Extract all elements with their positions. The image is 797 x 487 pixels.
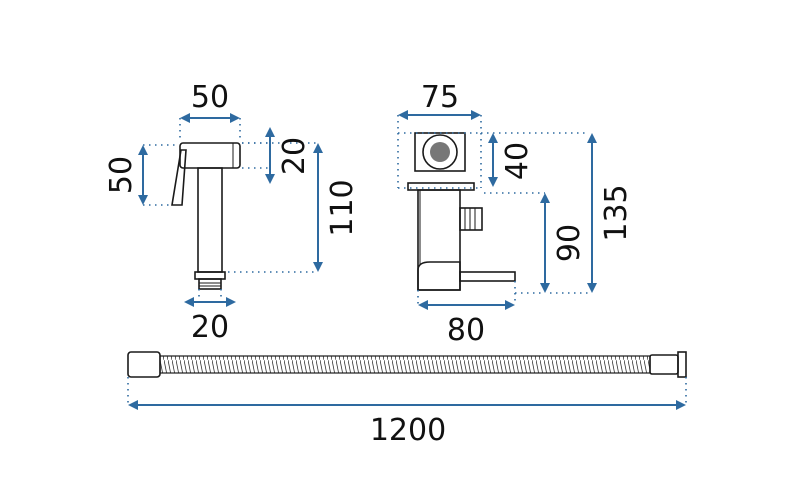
valve-side-outlet	[459, 207, 483, 231]
sprayer-lever	[171, 149, 187, 206]
valve-top-height-label: 40	[500, 142, 535, 180]
valve-bottom-lever	[417, 261, 461, 291]
valve-bottom-width-label: 80	[447, 313, 485, 348]
valve-wall-plate	[407, 182, 475, 191]
hose-drawing	[127, 351, 687, 378]
hose-nut-right	[677, 351, 687, 378]
sprayer-stem	[197, 167, 223, 273]
dimension-labels: 50 20 110 50 20 75 40 90 135 80 1200	[104, 80, 634, 448]
hose-end-right	[649, 354, 679, 375]
valve-drawing	[407, 132, 516, 291]
sprayer-connector-width-label: 20	[191, 310, 229, 345]
valve-lower-height-label: 90	[552, 224, 587, 262]
valve-width-label: 75	[421, 80, 459, 115]
valve-total-height-label: 135	[599, 184, 634, 241]
dimension-lines	[127, 110, 687, 410]
hose-body	[159, 355, 651, 374]
sprayer-connector-thread	[198, 278, 222, 290]
hose-end-left	[127, 351, 161, 378]
sprayer-width-label: 50	[191, 80, 229, 115]
sprayer-head	[179, 142, 241, 169]
sprayer-total-height-label: 110	[325, 179, 360, 236]
sprayer-drawing	[171, 142, 241, 290]
valve-body	[417, 189, 461, 291]
valve-knob-inner	[430, 142, 450, 162]
sprayer-handle-height-label: 50	[104, 156, 139, 194]
hose-length-label: 1200	[370, 413, 446, 448]
valve-knob-outer	[422, 134, 458, 170]
valve-lever-arm	[459, 271, 516, 282]
sprayer-connector-nut	[194, 271, 226, 280]
sprayer-head-height-label: 20	[277, 137, 312, 175]
